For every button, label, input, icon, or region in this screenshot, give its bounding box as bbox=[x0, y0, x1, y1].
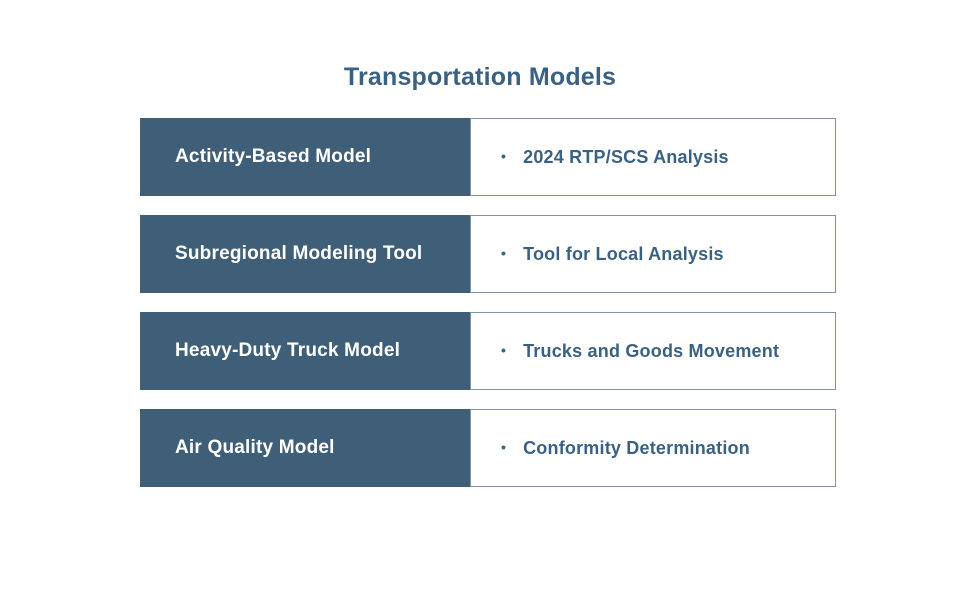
model-name-label: Subregional Modeling Tool bbox=[175, 243, 423, 264]
bullet-icon: • bbox=[501, 342, 507, 358]
description-label: Tool for Local Analysis bbox=[523, 243, 724, 264]
model-name-label: Activity-Based Model bbox=[175, 146, 372, 167]
model-name-cell: Heavy-Duty Truck Model bbox=[140, 312, 470, 390]
table-row: Air Quality Model • Conformity Determina… bbox=[140, 409, 836, 487]
description-label: Conformity Determination bbox=[523, 437, 750, 458]
model-table: Activity-Based Model • 2024 RTP/SCS Anal… bbox=[140, 118, 836, 487]
description-cell: • Trucks and Goods Movement bbox=[470, 312, 836, 390]
page-title: Transportation Models bbox=[343, 63, 617, 91]
description-cell: • Conformity Determination bbox=[470, 409, 836, 487]
description-cell: • 2024 RTP/SCS Analysis bbox=[470, 118, 836, 196]
model-name-cell: Activity-Based Model bbox=[140, 118, 470, 196]
table-row: Subregional Modeling Tool • Tool for Loc… bbox=[140, 215, 836, 293]
table-row: Heavy-Duty Truck Model • Trucks and Good… bbox=[140, 312, 836, 390]
model-name-cell: Subregional Modeling Tool bbox=[140, 215, 470, 293]
model-name-cell: Air Quality Model bbox=[140, 409, 470, 487]
bullet-icon: • bbox=[501, 148, 507, 164]
bullet-icon: • bbox=[501, 245, 507, 261]
description-cell: • Tool for Local Analysis bbox=[470, 215, 836, 293]
description-label: Trucks and Goods Movement bbox=[523, 340, 780, 361]
model-name-label: Air Quality Model bbox=[175, 437, 335, 458]
table-row: Activity-Based Model • 2024 RTP/SCS Anal… bbox=[140, 118, 836, 196]
bullet-icon: • bbox=[501, 439, 507, 455]
description-label: 2024 RTP/SCS Analysis bbox=[523, 146, 729, 167]
model-name-label: Heavy-Duty Truck Model bbox=[175, 340, 401, 361]
